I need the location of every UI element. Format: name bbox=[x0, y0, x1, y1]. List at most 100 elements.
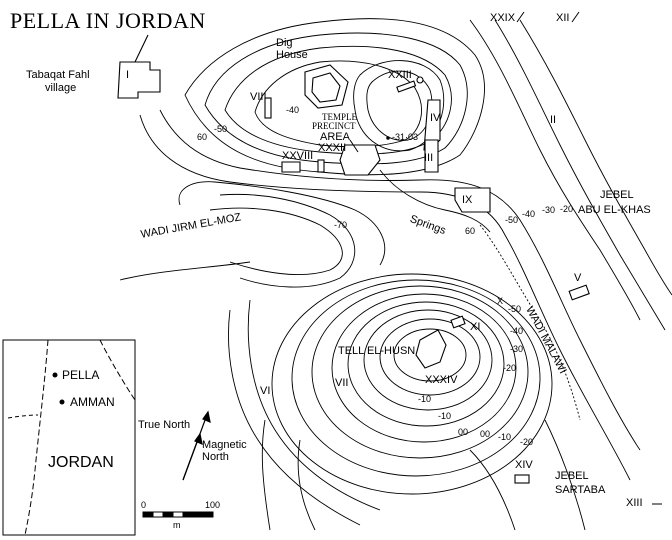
contour-label: -10 bbox=[438, 411, 452, 421]
contour-line bbox=[494, 19, 666, 331]
contour-line bbox=[271, 273, 553, 495]
temple-pointer bbox=[349, 139, 359, 153]
tabaqat-label-2: village bbox=[45, 82, 77, 94]
jebel-sartaba-label-1: JEBEL bbox=[555, 470, 589, 482]
area-IV-label: IV bbox=[430, 112, 441, 124]
area-III-label: III bbox=[424, 152, 434, 164]
contour-label: 60 bbox=[197, 132, 208, 142]
area-XI-building bbox=[450, 315, 466, 329]
contour-line bbox=[366, 70, 433, 141]
inset-amman-label: AMMAN bbox=[70, 395, 115, 409]
contour-line bbox=[393, 328, 467, 382]
scale-bar bbox=[142, 511, 214, 518]
contour-label: -30 bbox=[510, 344, 524, 354]
contour-label: -10 bbox=[418, 394, 432, 404]
contour-label: -20 bbox=[560, 204, 574, 214]
area-I-outline bbox=[117, 61, 161, 99]
jebel-abu-label-2: ABU EL-KHAS bbox=[578, 204, 651, 216]
area-II-label: II bbox=[550, 114, 557, 126]
magnetic-north-arrowhead bbox=[194, 432, 203, 446]
contour-line bbox=[347, 301, 505, 427]
contour-line bbox=[544, 419, 586, 531]
inset-pella-label: PELLA bbox=[62, 368, 100, 382]
area-XXXIV-building bbox=[415, 329, 447, 369]
amman-dot bbox=[59, 399, 65, 405]
area-III-building bbox=[424, 139, 439, 173]
area-VIII-label: VIII bbox=[250, 91, 267, 103]
contour-line bbox=[224, 45, 452, 155]
area-IX-label: IX bbox=[462, 194, 473, 206]
contour-line bbox=[204, 32, 468, 165]
contour-line bbox=[291, 279, 541, 477]
area-XIV-building bbox=[514, 474, 530, 484]
contour-line bbox=[311, 285, 529, 459]
contour-label: -30 bbox=[542, 205, 556, 215]
contour-label: -40 bbox=[522, 209, 536, 219]
contour-line bbox=[261, 419, 271, 531]
tabaqat-label-1: Tabaqat Fahl bbox=[26, 69, 90, 81]
dig-label-2: House bbox=[276, 49, 308, 61]
spot-height-dot bbox=[386, 136, 390, 140]
xii-label: XII bbox=[556, 12, 570, 24]
contour-label: X bbox=[497, 296, 504, 306]
area-XXXIV-label: XXXIV bbox=[425, 374, 458, 386]
contour-line bbox=[363, 309, 493, 411]
temple-label-2: PRECINCT bbox=[312, 121, 356, 131]
contour-line bbox=[178, 181, 386, 266]
contour-line bbox=[469, 19, 641, 321]
inset-jordan-label: JORDAN bbox=[48, 454, 114, 471]
contour-line bbox=[228, 309, 361, 526]
area-I-leader bbox=[134, 34, 149, 63]
area-VIII-building bbox=[264, 97, 272, 119]
area-XXVIII-label: XXVIII bbox=[282, 150, 314, 162]
area-VII-label: VII bbox=[335, 377, 349, 389]
jebel-sartaba-label-2: SARTABA bbox=[555, 484, 606, 496]
tell-el-husn-label: TELL EL-HUSN bbox=[338, 345, 416, 357]
contour-label: 00 bbox=[458, 427, 469, 437]
contour-line bbox=[353, 60, 445, 152]
area-V-label: V bbox=[574, 272, 582, 284]
true-north-arrowhead bbox=[202, 410, 211, 424]
contour-line bbox=[297, 439, 316, 531]
area-XIV-label: XIV bbox=[515, 459, 533, 471]
contour-line bbox=[247, 299, 381, 511]
scale-unit-label: m bbox=[173, 520, 181, 530]
contour-line bbox=[379, 318, 481, 396]
contour-line bbox=[469, 449, 516, 531]
contour-line bbox=[139, 114, 631, 481]
dig-label-1: Dig bbox=[276, 37, 293, 49]
contour-label: -20 bbox=[520, 437, 534, 447]
contour-line bbox=[159, 109, 641, 451]
jebel-abu-label-1: JEBEL bbox=[600, 189, 634, 201]
contour-label: -40 bbox=[286, 105, 300, 115]
area-label-2: XXXII bbox=[318, 142, 347, 154]
contour-line bbox=[219, 193, 356, 288]
area-label-1: AREA bbox=[320, 131, 350, 143]
dig-house-inner bbox=[311, 72, 341, 103]
area-XXIII-label: XXIII bbox=[388, 69, 412, 81]
area-I-label: I bbox=[126, 69, 130, 81]
area-XXIII-marker bbox=[416, 76, 424, 84]
inset-border-line bbox=[7, 414, 39, 419]
temple-label-1: TEMPLE bbox=[322, 112, 357, 122]
inset-border-line bbox=[99, 339, 136, 401]
contour-label: -50 bbox=[508, 304, 522, 314]
area-XI-label: XI bbox=[470, 321, 481, 333]
area-IX-building bbox=[454, 187, 491, 213]
true-north-label: True North bbox=[138, 419, 191, 431]
scale-100-label: 100 bbox=[205, 500, 221, 510]
spot-height-label: -31·03 bbox=[392, 132, 419, 142]
magnetic-north-label-2: North bbox=[202, 451, 229, 463]
contour-label: -70 bbox=[334, 220, 348, 230]
contour-label: -20 bbox=[503, 363, 517, 373]
contour-label: -40 bbox=[510, 326, 524, 336]
magnetic-north-label-1: Magnetic bbox=[202, 439, 247, 451]
contour-line bbox=[209, 207, 343, 275]
area-XXVIII-building bbox=[281, 161, 301, 173]
contour-line bbox=[331, 293, 517, 443]
scale-zero-label: 0 bbox=[141, 500, 147, 510]
xxix-arrow bbox=[516, 11, 525, 23]
xxix-label: XXIX bbox=[490, 12, 516, 24]
